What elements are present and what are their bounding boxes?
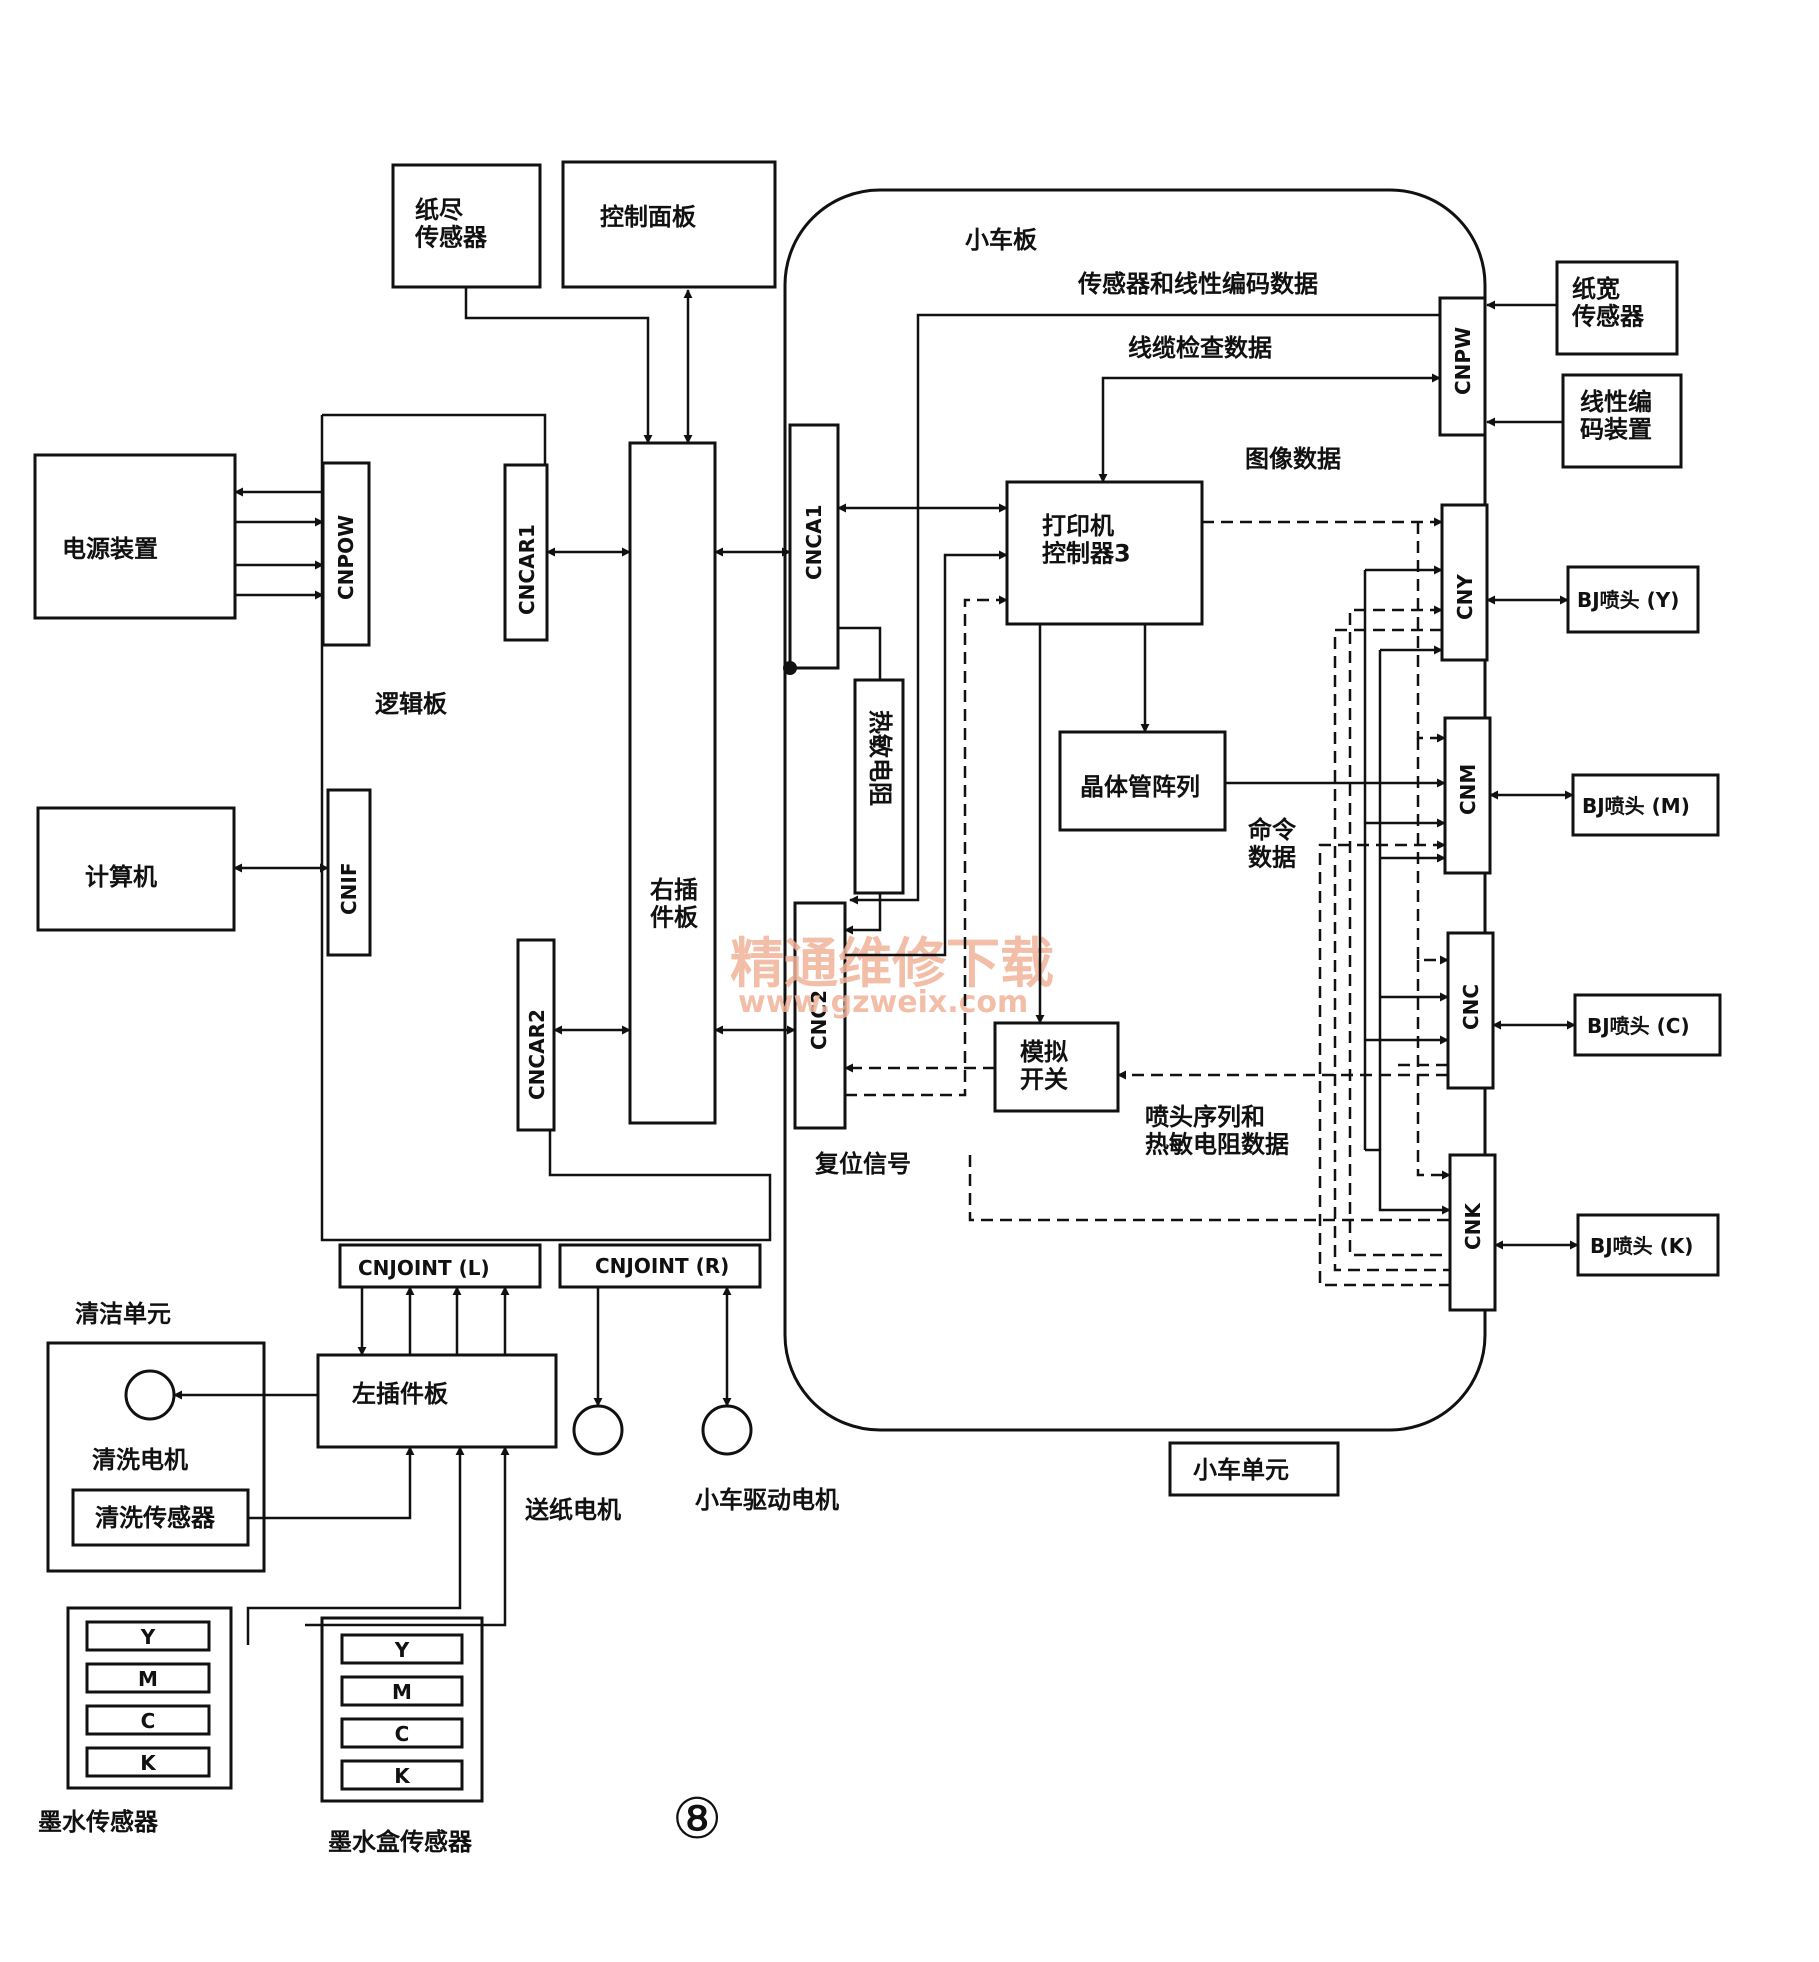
bj-head-m-label: BJ喷头 (M) xyxy=(1582,794,1690,818)
bj-head-y-label: BJ喷头 (Y) xyxy=(1577,588,1679,612)
cny-connector xyxy=(1440,503,1489,662)
ink-tank-sensor-label: 墨水盒传感器 xyxy=(328,1828,473,1856)
cnc2-connector xyxy=(793,901,847,1130)
cleaning-sensor-label: 清洗传感器 xyxy=(95,1504,216,1532)
bj-head-c-label: BJ喷头 (C) xyxy=(1587,1014,1690,1038)
cncar2-connector xyxy=(516,938,556,1132)
linear-encoder-box xyxy=(1561,373,1683,469)
ink-sensor-slot-m xyxy=(85,1662,211,1694)
dashed-wires xyxy=(844,517,1451,1287)
power-unit-box xyxy=(33,453,237,620)
cnif-connector xyxy=(326,788,372,957)
paper-end-sensor-box xyxy=(391,163,542,289)
paper-end-sensor-label: 纸尽传感器 xyxy=(414,196,488,252)
figure-number-label: ⑧ xyxy=(672,1787,722,1852)
right-relay-board-label: 右插件板 xyxy=(650,876,699,932)
analog-switch-box xyxy=(993,1021,1120,1113)
cable-check-data-label: 线缆检查数据 xyxy=(1128,334,1272,362)
bj-head-m-box xyxy=(1571,773,1720,837)
paper-width-sensor-label: 纸宽传感器 xyxy=(1571,275,1645,331)
control-panel-label: 控制面板 xyxy=(600,203,697,231)
ink-tank-sensor-slot-k xyxy=(340,1759,464,1791)
thermistor-label: 热敏电阻 xyxy=(866,710,894,806)
printer-controller-label: 打印机控制器3 xyxy=(1042,512,1131,568)
solid-wires xyxy=(173,287,1579,1645)
cnk-connector xyxy=(1448,1153,1497,1312)
left-relay-board-label: 左插件板 xyxy=(352,1380,449,1408)
ink-sensor-slot-m-label: M xyxy=(138,1667,158,1691)
ink-tank-sensor-slot-c xyxy=(340,1717,464,1749)
ink-tank-sensor-slot-m xyxy=(340,1675,464,1707)
right-relay-board-box xyxy=(628,441,717,1125)
cnpw-label: CNPW xyxy=(1451,327,1475,395)
cleaning-motor-label: 清洗电机 xyxy=(92,1446,188,1474)
left-relay-board-box xyxy=(316,1353,558,1449)
ink-sensor-slot-k xyxy=(85,1746,211,1778)
ink-sensor-slot-c-label: C xyxy=(141,1709,156,1733)
computer-box xyxy=(36,806,236,932)
ink-tank-sensor-slot-c-label: C xyxy=(395,1722,410,1746)
carriage-motor-icon xyxy=(701,1404,753,1456)
cncar2-label: CNCAR2 xyxy=(525,1009,549,1100)
cnjoint-r-connector xyxy=(558,1243,762,1289)
cnca1-label: CNCA1 xyxy=(802,505,826,581)
cnc2-label: CNC2 xyxy=(807,990,831,1050)
paper-width-sensor-box xyxy=(1555,260,1679,356)
ink-sensor-label: 墨水传感器 xyxy=(38,1808,159,1836)
paper-feed-motor-label: 送纸电机 xyxy=(525,1496,621,1524)
ink-tank-sensor-slot-y xyxy=(340,1633,464,1665)
bj-head-k-label: BJ喷头 (K) xyxy=(1590,1234,1693,1258)
logic-board-label: 逻辑板 xyxy=(375,690,448,718)
carriage-unit-box xyxy=(1168,1441,1340,1497)
cnk-label: CNK xyxy=(1461,1202,1485,1250)
cnca1-connector xyxy=(788,423,840,670)
image-data-label: 图像数据 xyxy=(1245,445,1341,473)
power-unit-label: 电源装置 xyxy=(62,535,158,563)
transistor-array-label: 晶体管阵列 xyxy=(1080,773,1200,801)
carriage-unit-label: 小车单元 xyxy=(1193,1456,1289,1484)
cnc-connector xyxy=(1446,931,1495,1090)
analog-switch-label: 模拟开关 xyxy=(1020,1038,1068,1094)
command-data-label: 命令数据 xyxy=(1248,816,1297,872)
bj-head-c-box xyxy=(1573,993,1722,1057)
watermark-title: 精通维修下载 xyxy=(730,932,1054,995)
bj-head-k-box xyxy=(1576,1213,1720,1277)
cnpow-label: CNPOW xyxy=(334,515,358,600)
sensor-encoder-data-label: 传感器和线性编码数据 xyxy=(1077,270,1318,298)
ink-sensor-slot-c xyxy=(85,1704,211,1736)
linear-encoder-label: 线性编码装置 xyxy=(1580,388,1652,444)
cnpw-connector xyxy=(1438,296,1487,437)
ink-tank-sensor-slot-y-label: Y xyxy=(394,1638,410,1662)
cleaning-motor-icon xyxy=(124,1369,176,1421)
cnc-label: CNC xyxy=(1459,984,1483,1030)
ink-sensor-slot-k-label: K xyxy=(140,1751,157,1775)
cnjoint-r-label: CNJOINT (R) xyxy=(595,1254,729,1278)
cleaning-unit-label: 清洁单元 xyxy=(75,1300,171,1328)
control-panel-box xyxy=(561,160,777,289)
printer-controller-box xyxy=(1005,480,1204,626)
ink-tank-sensor-slot-m-label: M xyxy=(392,1680,412,1704)
computer-label: 计算机 xyxy=(85,863,157,891)
reset-signal-label: 复位信号 xyxy=(814,1150,911,1178)
ink-sensor-slot-y-label: Y xyxy=(140,1625,156,1649)
paper-feed-motor-icon xyxy=(572,1404,624,1456)
cnjoint-l-connector xyxy=(338,1243,542,1289)
cnpow-connector xyxy=(321,461,371,647)
carriage-motor-label: 小车驱动电机 xyxy=(695,1486,839,1514)
ink-sensor-slot-y xyxy=(85,1620,211,1652)
cnif-label: CNIF xyxy=(337,862,361,915)
carriage-board-label: 小车板 xyxy=(965,226,1038,254)
cnjoint-l-label: CNJOINT (L) xyxy=(358,1256,490,1280)
ink-tank-sensor-slot-k-label: K xyxy=(394,1764,411,1788)
watermark-url: www.gzweix.com xyxy=(738,985,1028,1020)
cnm-label: CNM xyxy=(1456,764,1480,815)
cncar1-label: CNCAR1 xyxy=(515,524,539,615)
logic-board-outline xyxy=(320,413,772,1242)
nozzle-thermistor-data-label: 喷头序列和热敏电阻数据 xyxy=(1145,1103,1289,1159)
cny-label: CNY xyxy=(1453,574,1477,620)
